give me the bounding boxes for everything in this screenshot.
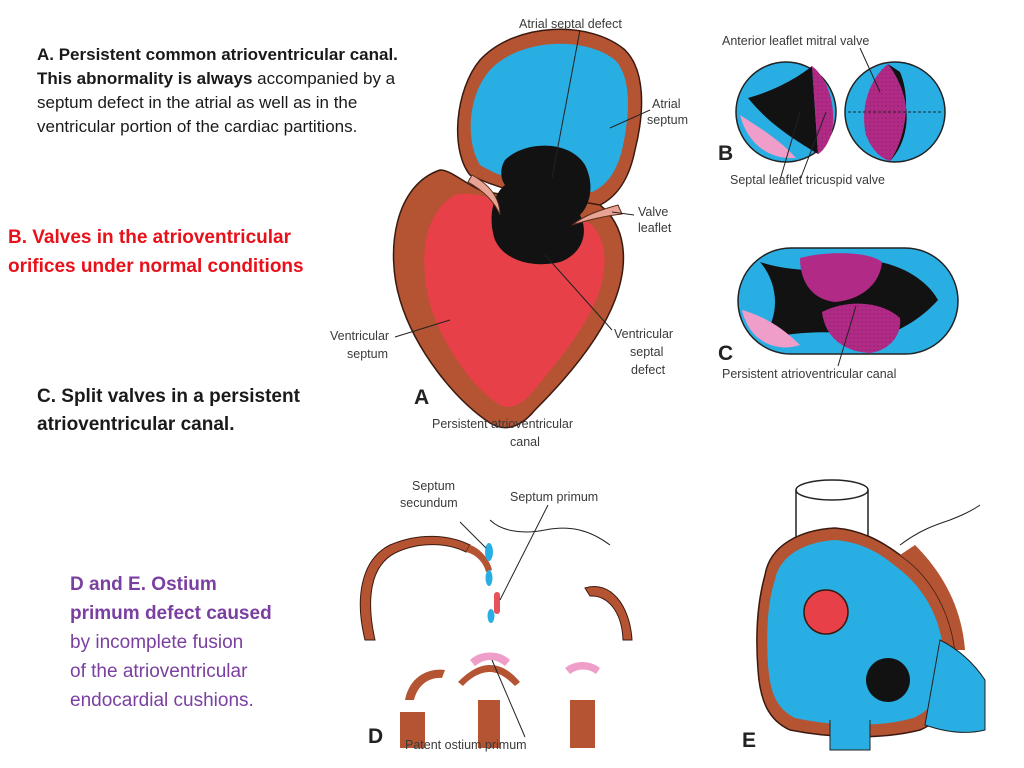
great-vessel-opening: [795, 479, 869, 501]
figure-c: C Persistent atrioventricular canal: [718, 247, 959, 381]
tricuspid-opening: [748, 66, 818, 154]
figure-a-caption-2: canal: [510, 435, 540, 449]
caption-a-bold: A. Persistent common atrioventricular ca…: [37, 45, 398, 88]
valve-orifice-red: [803, 589, 849, 635]
caption-de-line3: by incomplete fusion: [70, 632, 244, 653]
figure-d: Septum secundum Septum primum D Patent o…: [359, 479, 633, 752]
label-septum-secundum-1: Septum: [412, 479, 455, 493]
label-valve-leaflet-2: leaflet: [638, 221, 672, 235]
label-septum-primum: Septum primum: [510, 490, 598, 504]
caption-c: C. Split valves in a persistent atrioven…: [37, 383, 357, 439]
septum-primum-fragment: [494, 592, 500, 614]
caption-b-line1: B. Valves in the atrioventricular: [8, 227, 291, 248]
figure-c-letter: C: [718, 342, 733, 365]
label-anterior-leaflet: Anterior leaflet mitral valve: [722, 34, 869, 48]
label-valve-leaflet-1: Valve: [638, 205, 668, 219]
label-atrial-septum-1: Atrial: [652, 97, 680, 111]
valve-leaflet-right: [571, 204, 623, 226]
figure-b-letter: B: [718, 142, 733, 165]
caption-c-line2: atrioventricular canal.: [37, 414, 235, 435]
figure-a: Atrial septal defect Atrial septum Valve…: [330, 17, 688, 449]
figure-d-letter: D: [368, 725, 383, 748]
right-atrial-wall: [584, 586, 633, 641]
label-vsd-1: Ventricular: [614, 327, 673, 341]
atrium-cavity: [470, 43, 628, 193]
label-ventricular-septum-2: septum: [347, 347, 388, 361]
figure-e-letter: E: [742, 729, 756, 752]
figure-b: Anterior leaflet mitral valve B Septal l…: [718, 34, 946, 187]
label-ventricular-septum-1: Ventricular: [330, 329, 389, 343]
caption-de-line4: of the atrioventricular: [70, 661, 248, 682]
label-vsd-3: defect: [631, 363, 666, 377]
label-septal-leaflet: Septal leaflet tricuspid valve: [730, 173, 885, 187]
mitral-opening: [888, 64, 907, 161]
ostium-primum-defect: [866, 658, 910, 702]
superior-leaflet: [800, 253, 882, 302]
left-atrial-wall: [359, 535, 471, 641]
label-vsd-2: septal: [630, 345, 663, 359]
caption-de-line1: D and E. Ostium: [70, 574, 217, 595]
label-atrial-septum-2: septum: [647, 113, 688, 127]
pink-leaflet-c: [742, 310, 800, 348]
caption-a: A. Persistent common atrioventricular ca…: [37, 43, 427, 139]
caption-b: B. Valves in the atrioventricular orific…: [8, 223, 368, 281]
caption-c-line1: C. Split valves in a persistent: [37, 386, 300, 407]
caption-de-line5: endocardial cushions.: [70, 690, 254, 711]
figure-a-caption-1: Persistent atrioventricular: [432, 417, 573, 431]
label-septum-secundum-2: secundum: [400, 496, 458, 510]
valve-leaflet-left: [467, 174, 501, 216]
figure-a-letter: A: [414, 386, 429, 409]
label-patent-ostium-primum: Patent ostium primum: [405, 738, 527, 752]
label-persistent-canal: Persistent atrioventricular canal: [722, 367, 896, 381]
caption-b-line2: orifices under normal conditions: [8, 256, 304, 277]
caption-de: D and E. Ostium primum defect caused by …: [70, 570, 330, 715]
figure-e: E: [742, 479, 986, 752]
septum-secundum-fragment-1: [485, 543, 493, 561]
caption-a-rest: accompanied by a septum defect in the at…: [37, 69, 396, 136]
atrioventricular-defect: [491, 145, 591, 265]
septum-secundum-fragment-2: [485, 570, 493, 586]
septum-secundum-fragment-3: [487, 609, 495, 623]
label-atrial-septal-defect: Atrial septal defect: [519, 17, 622, 31]
caption-de-line2: primum defect caused: [70, 603, 272, 624]
pink-leaflet-b: [740, 115, 796, 159]
